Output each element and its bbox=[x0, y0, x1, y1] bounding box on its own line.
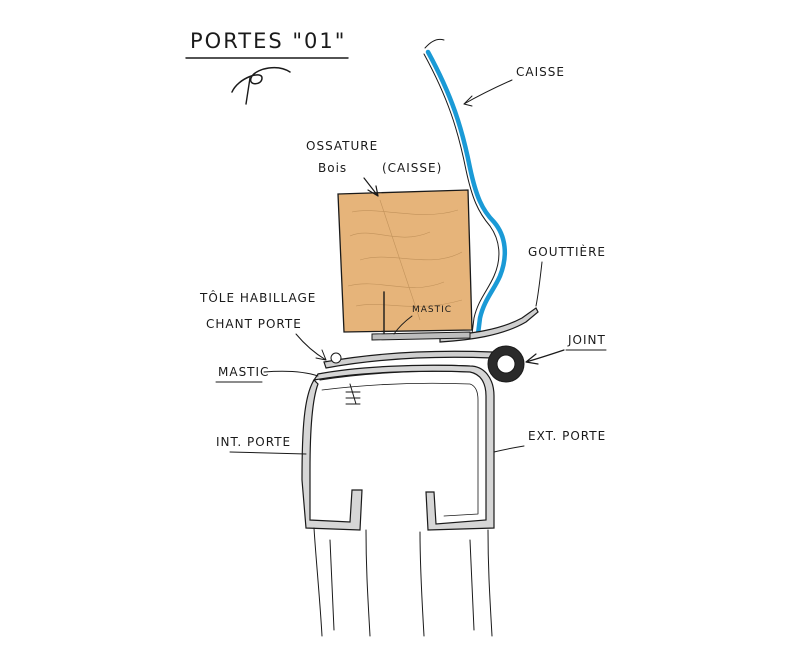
wood-frame-block bbox=[337, 189, 473, 333]
leader-ext-porte bbox=[493, 445, 525, 453]
door-profile-right bbox=[312, 364, 495, 531]
leader-mastic-left bbox=[263, 370, 319, 377]
mastic-strip-top bbox=[371, 331, 471, 341]
label-ext-porte: EXT. PORTE bbox=[528, 429, 606, 443]
label-mastic-top: MASTIC bbox=[412, 305, 452, 315]
label-chant-porte: CHANT PORTE bbox=[206, 317, 302, 331]
page-title: PORTES "01" bbox=[190, 29, 346, 53]
signature bbox=[231, 66, 291, 93]
label-int-porte: INT. PORTE bbox=[216, 435, 291, 449]
caisse-panel-outline bbox=[423, 53, 500, 335]
leader-ossature bbox=[363, 177, 379, 197]
door-profile-left bbox=[301, 379, 363, 531]
door-legs bbox=[313, 527, 493, 637]
seal-joint-inner bbox=[496, 354, 516, 374]
leader-int-porte bbox=[229, 451, 307, 455]
leader-gouttiere bbox=[535, 261, 543, 307]
leader-caisse bbox=[463, 79, 513, 105]
leader-tole bbox=[295, 333, 327, 361]
wood-grain bbox=[347, 199, 463, 321]
leader-joint bbox=[525, 349, 565, 365]
caisse-panel bbox=[425, 49, 508, 337]
screw-head bbox=[330, 352, 342, 364]
signature-stroke bbox=[245, 77, 251, 105]
caisse-top-edge bbox=[424, 38, 445, 49]
label-tole-habillage: TÔLE HABILLAGE bbox=[199, 290, 316, 305]
leader-mastic-top bbox=[393, 315, 413, 335]
label-bois: Bois bbox=[318, 161, 347, 175]
door-profile-inner-line bbox=[321, 382, 479, 517]
label-ossature-caisse: (CAISSE) bbox=[382, 161, 442, 175]
label-ossature: OSSATURE bbox=[306, 139, 378, 153]
door-screw bbox=[345, 383, 361, 405]
label-caisse: CAISSE bbox=[516, 65, 565, 79]
label-joint: JOINT bbox=[567, 333, 606, 347]
label-mastic-left: MASTIC bbox=[218, 365, 269, 379]
arrow-tole bbox=[315, 349, 327, 361]
arrow-caisse bbox=[463, 95, 473, 107]
label-gouttiere: GOUTTIÈRE bbox=[528, 244, 606, 259]
